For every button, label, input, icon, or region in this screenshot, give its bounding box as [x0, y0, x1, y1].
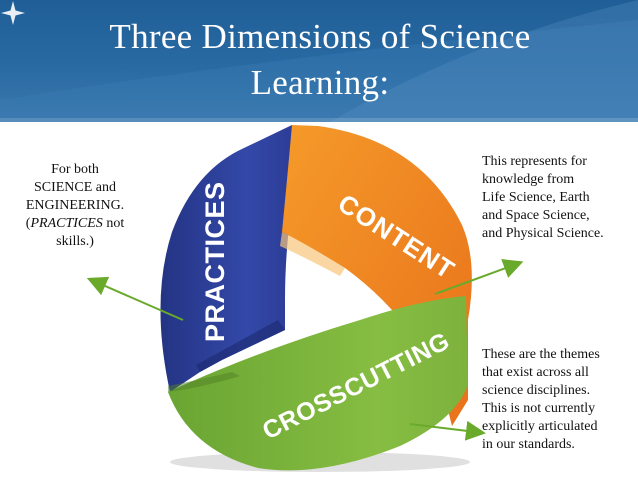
content-note-line: and Physical Science.: [482, 225, 638, 243]
practices-italic: PRACTICES: [30, 216, 102, 231]
practices-note-line: skills.): [0, 233, 150, 251]
content-note-line: knowledge from: [482, 171, 638, 189]
practices-note-line: For both: [0, 161, 150, 179]
crosscutting-note-line: that exist across all: [482, 364, 632, 382]
crosscutting-note-line: in our standards.: [482, 436, 632, 454]
practices-note: For both SCIENCE and ENGINEERING. (PRACT…: [0, 161, 150, 251]
crosscutting-note: These are the themes that exist across a…: [482, 346, 632, 454]
practices-note-line: SCIENCE and: [0, 179, 150, 197]
content-note-line: This represents for: [482, 153, 638, 171]
crosscutting-note-line: science disciplines.: [482, 382, 632, 400]
content-note: This represents for knowledge from Life …: [482, 153, 638, 243]
content-note-line: Life Science, Earth: [482, 189, 638, 207]
practices-note-line: (PRACTICES not: [0, 215, 150, 233]
crosscutting-note-line: This is not currently: [482, 400, 632, 418]
practices-note-line: ENGINEERING.: [0, 197, 150, 215]
crosscutting-note-line: explicitly articulated: [482, 418, 632, 436]
practices-label: PRACTICES: [200, 181, 230, 342]
practices-note-rest: not: [103, 216, 124, 231]
crosscutting-note-line: These are the themes: [482, 346, 632, 364]
content-note-line: and Space Science,: [482, 207, 638, 225]
